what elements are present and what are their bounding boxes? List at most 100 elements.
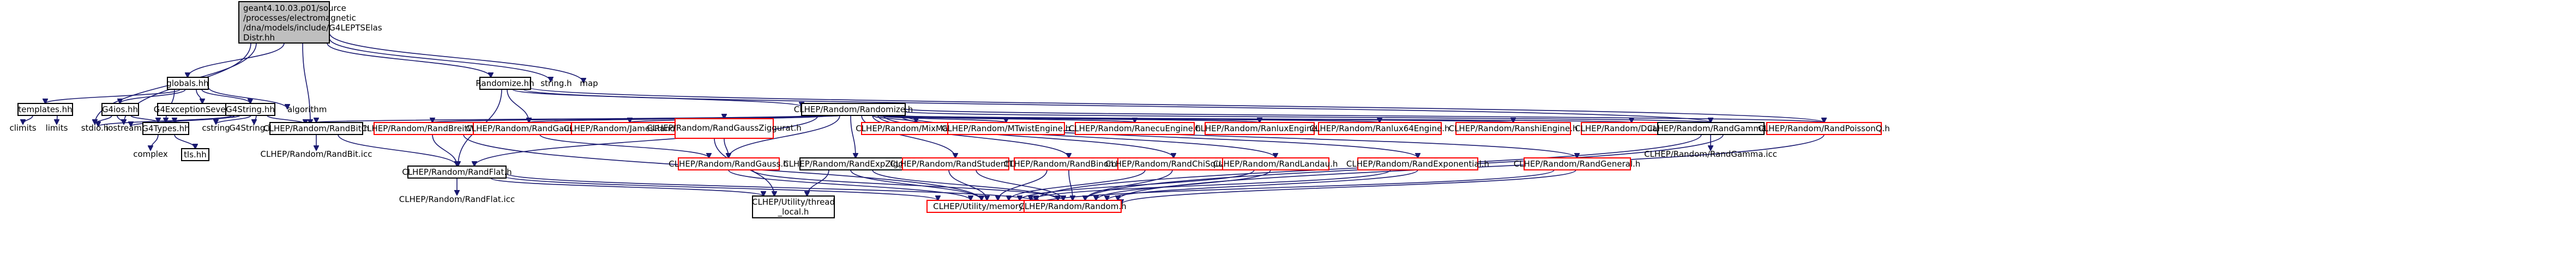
node-label: Randomize.hh (476, 78, 534, 88)
dependency-edge (539, 134, 709, 158)
node-label: CLHEP/Random/Randomize.h (794, 105, 913, 114)
dependency-edge (888, 115, 1260, 123)
dependency-edge (98, 115, 232, 126)
node-limits[interactable]: limits (46, 123, 68, 133)
node-iostream[interactable]: iostream (106, 123, 142, 133)
dependency-edge (196, 89, 202, 103)
dependency-edge (338, 134, 457, 166)
dependency-edge (329, 38, 551, 82)
node-clhep-randomize[interactable]: CLHEP/Random/Randomize.h (794, 103, 913, 116)
root-file-node[interactable]: geant4.10.03.p01/source /processes/elect… (238, 1, 382, 44)
node-ranshiengine[interactable]: CLHEP/Random/RanshiEngine.h (1449, 122, 1578, 135)
node-randexponential[interactable]: CLHEP/Random/RandExponential.h (1346, 157, 1489, 170)
dependency-edge (899, 115, 1418, 158)
dependency-edge (507, 89, 529, 123)
node-randgaussq[interactable]: CLHEP/Random/RandGaussQ.h (466, 122, 592, 135)
dependency-edge (728, 169, 971, 200)
node-g4string-icc[interactable]: G4String.icc (229, 123, 279, 133)
node-randgaussziggurat[interactable]: CLHEP/Random/RandGaussZiggurat.h (647, 118, 802, 139)
dependency-edge (23, 115, 33, 124)
node-label: CLHEP/Random/RandStudentT.h (890, 159, 1021, 169)
dependency-edge (1020, 169, 1255, 200)
node-randchisquare[interactable]: CLHEP/Random/RandChiSquare.h (1105, 157, 1242, 170)
node-label: CLHEP/Random/MTwistEngine.h (942, 124, 1070, 133)
node-label: CLHEP/Random/RandFlat.h (402, 167, 511, 177)
node-algorithm[interactable]: algorithm (287, 105, 327, 114)
node-randomize[interactable]: Randomize.hh (476, 77, 534, 90)
root-line-3: /dna/models/include/G4LEPTSElas (243, 23, 382, 33)
dependency-edge (327, 42, 491, 77)
node-label: CLHEP/Random/JamesRandom.h (564, 124, 696, 133)
node-stdio-h[interactable]: stdio.h (81, 123, 109, 133)
node-randgamma[interactable]: CLHEP/Random/RandGamma.h (1647, 122, 1774, 135)
node-climits[interactable]: climits (9, 123, 36, 133)
dependency-edge (905, 115, 1577, 158)
node-complex[interactable]: complex (133, 149, 168, 159)
dependency-edge (1009, 169, 1146, 200)
root-line-4: Distr.hh (243, 33, 275, 42)
root-line-1: geant4.10.03.p01/source (243, 3, 346, 13)
dependency-edge (208, 87, 287, 109)
node-label: CLHEP/Random/RandLandau.h (1213, 159, 1338, 169)
node-randpoissonq[interactable]: CLHEP/Random/RandPoissonQ.h (1758, 122, 1890, 135)
node-randstudentt[interactable]: CLHEP/Random/RandStudentT.h (890, 157, 1021, 170)
node-ranlux64engine[interactable]: CLHEP/Random/Ranlux64Engine.h (1310, 122, 1450, 135)
dependency-edge (807, 169, 829, 196)
node-randbreitwigner[interactable]: CLHEP/Random/RandBreitWigner.h (362, 122, 504, 135)
dependency-edge (905, 108, 1824, 123)
node-g4types[interactable]: G4Types.hh (142, 122, 190, 135)
node-mixmaxrng[interactable]: CLHEP/Random/MixMaxRng.h (856, 122, 977, 135)
node-mtwistengine[interactable]: CLHEP/Random/MTwistEngine.h (942, 122, 1070, 135)
node-thread-local[interactable]: CLHEP/Utility/thread _local.h (752, 195, 835, 218)
dependency-edge (905, 111, 1711, 123)
node-globals[interactable]: globals.hh (166, 77, 209, 90)
dependency-edge (120, 89, 186, 103)
node-randbinomial[interactable]: CLHEP/Random/RandBinomial.h (1004, 157, 1134, 170)
dependency-edge (976, 169, 1063, 200)
node-label: G4ios.hh (102, 105, 138, 114)
dependency-edge (151, 134, 159, 150)
dependency-edge (174, 115, 240, 123)
node-label: CLHEP/Random/RandBreitWigner.h (362, 124, 504, 133)
node-label-line-2: _local.h (778, 207, 809, 217)
node-randgamma-icc[interactable]: CLHEP/Random/RandGamma.icc (1644, 149, 1777, 159)
node-label: tls.hh (184, 150, 207, 160)
node-label: CLHEP/Random/RandBinomial.h (1004, 159, 1134, 169)
node-cstring[interactable]: cstring (202, 123, 230, 133)
node-tls[interactable]: tls.hh (181, 148, 209, 161)
node-randexpziggurat[interactable]: CLHEP/Random/RandExpZiggurat.h (783, 157, 928, 170)
dependency-edge (505, 173, 1036, 201)
dependency-edge (729, 115, 840, 158)
node-templates[interactable]: templates.hh (17, 103, 73, 116)
node-jamesrandom[interactable]: CLHEP/Random/JamesRandom.h (564, 122, 696, 135)
node-randlandau[interactable]: CLHEP/Random/RandLandau.h (1213, 157, 1338, 170)
node-label: CLHEP/Random/RandChiSquare.h (1105, 159, 1242, 169)
dependency-edge (490, 178, 763, 196)
node-randbit[interactable]: CLHEP/Random/RandBit.h (263, 122, 369, 135)
node-randgauss[interactable]: CLHEP/Random/RandGauss.h (669, 157, 789, 170)
node-map[interactable]: map (580, 78, 598, 88)
dependency-edge (1107, 169, 1418, 200)
root-line-2: /processes/electromagnetic (243, 13, 356, 23)
dependency-edge (254, 115, 256, 124)
node-random[interactable]: CLHEP/Random/Random.h (1019, 200, 1127, 213)
node-label-line-1: CLHEP/Utility/thread (752, 197, 835, 207)
node-g4ios[interactable]: G4ios.hh (101, 103, 139, 116)
node-label: CLHEP/Random/RanluxEngine.h (1195, 124, 1325, 133)
node-label: CLHEP/Random/RanshiEngine.h (1449, 124, 1578, 133)
node-ranecuengine[interactable]: CLHEP/Random/RanecuEngine.h (1069, 122, 1201, 135)
node-g4string[interactable]: G4String.hh (225, 103, 275, 116)
dependency-edge (724, 138, 729, 158)
node-label: CLHEP/Random/MixMaxRng.h (856, 124, 977, 133)
node-label: templates.hh (18, 105, 72, 114)
node-randflat[interactable]: CLHEP/Random/RandFlat.h (402, 166, 512, 179)
node-string-h[interactable]: string.h (540, 78, 571, 88)
dependency-edge (998, 169, 1048, 200)
node-randgeneral[interactable]: CLHEP/Random/RandGeneral.h (1514, 157, 1641, 170)
dependency-edge (850, 115, 856, 158)
dependency-edge (902, 115, 1632, 123)
node-ranluxengine[interactable]: CLHEP/Random/RanluxEngine.h (1195, 122, 1325, 135)
node-randbit-icc[interactable]: CLHEP/Random/RandBit.icc (261, 149, 372, 159)
node-randflat-icc[interactable]: CLHEP/Random/RandFlat.icc (399, 194, 515, 204)
dependency-edge (1121, 169, 1576, 204)
